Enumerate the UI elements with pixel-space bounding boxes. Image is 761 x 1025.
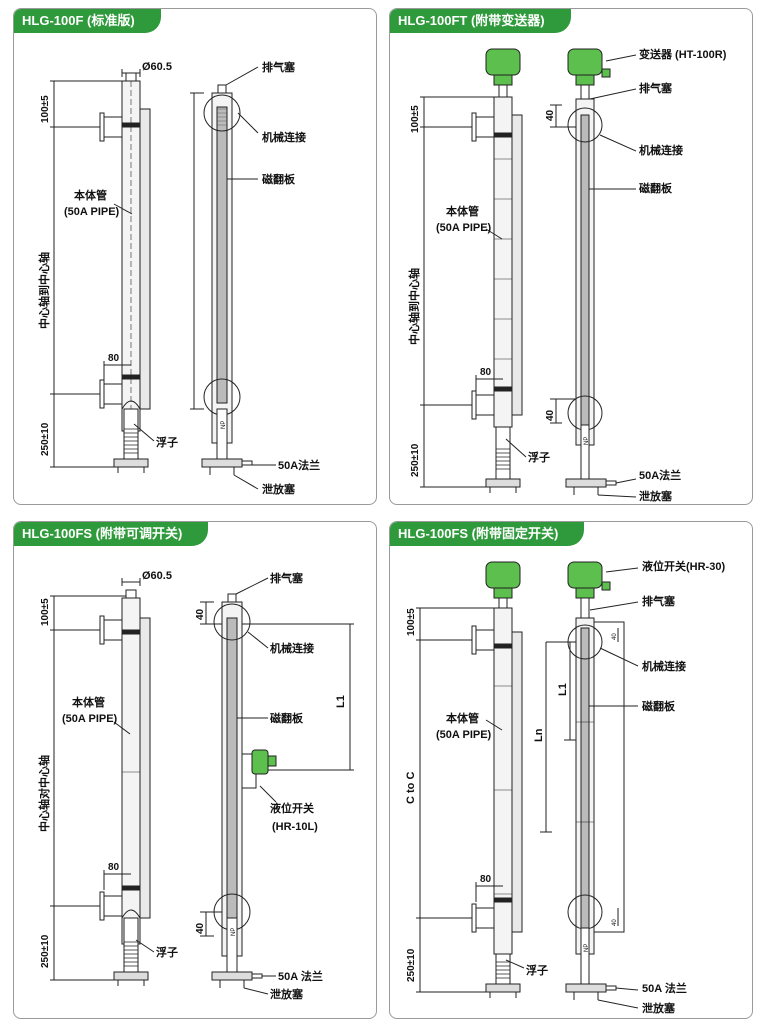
body-pipe-label: (50A PIPE) — [64, 206, 120, 218]
body-label: 本体管 — [446, 711, 479, 725]
vent-label: 排气塞 — [270, 571, 304, 585]
axis-label: 中心轴到中心轴 — [407, 268, 421, 345]
panel-title: HLG-100FS (附带固定开关) — [390, 522, 585, 546]
np-label: NP — [584, 944, 590, 952]
mech-label: 机械连接 — [642, 659, 686, 673]
transmitter-label: 变送器 (HT-100R) — [639, 47, 727, 61]
front-view — [50, 578, 155, 986]
body-label: 本体管 — [446, 204, 479, 218]
panel-title: HLG-100FT (附带变送器) — [390, 9, 571, 33]
side-view — [190, 66, 276, 490]
mech-label: 机械连接 — [270, 641, 314, 655]
axis-label: 中心轴到中心轴 — [37, 252, 51, 329]
w80-label: 80 — [108, 353, 120, 364]
top-tol-label: 100±5 — [410, 105, 421, 133]
diagram-hlg-100ft: 变送器 (HT-100R) 排气塞 机械连接 磁翻板 本体管 (50A PIPE… — [407, 47, 727, 503]
axis-label: C to C — [405, 772, 417, 804]
np-label: NP — [584, 437, 590, 445]
drain-label: 泄放塞 — [639, 489, 673, 503]
flange-label: 50A 法兰 — [642, 981, 687, 995]
top-tol-label: 100±5 — [40, 598, 51, 626]
d40-top-label: 40 — [612, 633, 618, 640]
drain-label: 泄放塞 — [262, 482, 296, 496]
w80-label: 80 — [108, 862, 120, 873]
w80-label: 80 — [480, 874, 492, 885]
switch-label: 液位开关(HR-30) — [642, 559, 725, 573]
body-label: 本体管 — [72, 695, 105, 709]
front-view — [50, 69, 155, 473]
top-tol-label: 100±5 — [406, 608, 417, 636]
body-label: 本体管 — [74, 188, 107, 202]
axis-label: 中心轴对中心轴 — [37, 755, 51, 832]
panel-hlg-100fs-fixed: HLG-100FS (附带固定开关) — [389, 521, 753, 1019]
np-label: NP — [221, 421, 227, 429]
float-label: 浮子 — [156, 435, 178, 449]
flip-label: 磁翻板 — [642, 699, 676, 713]
body-pipe-label: (50A PIPE) — [436, 729, 492, 741]
d40-bottom-label: 40 — [545, 409, 556, 421]
bot-tol-label: 250±10 — [406, 948, 417, 982]
float-label: 浮子 — [528, 450, 550, 464]
flange-label: 50A法兰 — [278, 458, 320, 472]
panel-hlg-100ft: HLG-100FT (附带变送器) — [389, 8, 753, 505]
switch-label: 液位开关 — [270, 801, 314, 815]
drain-label: 泄放塞 — [270, 987, 304, 1001]
bot-tol-label: 250±10 — [40, 934, 51, 968]
diagram-hlg-100fs-adjustable: Ø60.5 排气塞 机械连接 磁翻板 本体管 (50A PIPE) 中心轴对中心… — [37, 570, 354, 1001]
ln-label: Ln — [533, 728, 545, 742]
flange-label: 50A法兰 — [639, 468, 681, 482]
side-view — [200, 577, 354, 995]
flip-label: 磁翻板 — [262, 172, 296, 186]
mech-label: 机械连接 — [639, 143, 683, 157]
flip-label: 磁翻板 — [270, 711, 304, 725]
body-pipe-label: (50A PIPE) — [436, 222, 492, 234]
panel-title: HLG-100F (标准版) — [14, 9, 161, 33]
w80-label: 80 — [480, 367, 492, 378]
side-view — [540, 561, 639, 1009]
front-view — [420, 48, 527, 493]
body-pipe-label: (50A PIPE) — [62, 713, 118, 725]
flange-label: 50A 法兰 — [278, 969, 323, 983]
vent-label: 排气塞 — [639, 81, 673, 95]
front-view — [416, 561, 525, 998]
diameter-label: Ø60.5 — [142, 61, 172, 73]
diagram-hlg-100f: Ø60.5 排气塞 机械连接 磁翻板 本体管 (50A PIPE) 中心轴到中心… — [37, 60, 320, 496]
switch-model-label: (HR-10L) — [272, 821, 318, 833]
vent-label: 排气塞 — [642, 594, 676, 608]
panel-hlg-100fs-adjustable: HLG-100FS (附带可调开关) — [13, 521, 377, 1019]
flip-label: 磁翻板 — [639, 181, 673, 195]
bot-tol-label: 250±10 — [40, 422, 51, 456]
mech-label: 机械连接 — [262, 130, 306, 144]
d40-bottom-label: 40 — [612, 919, 618, 926]
diameter-label: Ø60.5 — [142, 570, 172, 582]
bot-tol-label: 250±10 — [410, 443, 421, 477]
np-label: NP — [231, 928, 237, 936]
l1-label: L1 — [335, 695, 347, 708]
d40-top-label: 40 — [195, 608, 206, 620]
l1-label: L1 — [557, 683, 569, 696]
top-tol-label: 100±5 — [40, 95, 51, 123]
drain-label: 泄放塞 — [642, 1001, 676, 1015]
float-label: 浮子 — [156, 945, 178, 959]
d40-bottom-label: 40 — [195, 922, 206, 934]
d40-top-label: 40 — [545, 109, 556, 121]
float-label: 浮子 — [526, 963, 548, 977]
side-view — [550, 48, 637, 498]
vent-label: 排气塞 — [262, 60, 296, 74]
panel-hlg-100f: HLG-100F (标准版) — [13, 8, 377, 505]
diagram-hlg-100fs-fixed: 液位开关(HR-30) 排气塞 机械连接 磁翻板 本体管 (50A PIPE) … — [405, 559, 725, 1015]
panel-title: HLG-100FS (附带可调开关) — [14, 522, 209, 546]
